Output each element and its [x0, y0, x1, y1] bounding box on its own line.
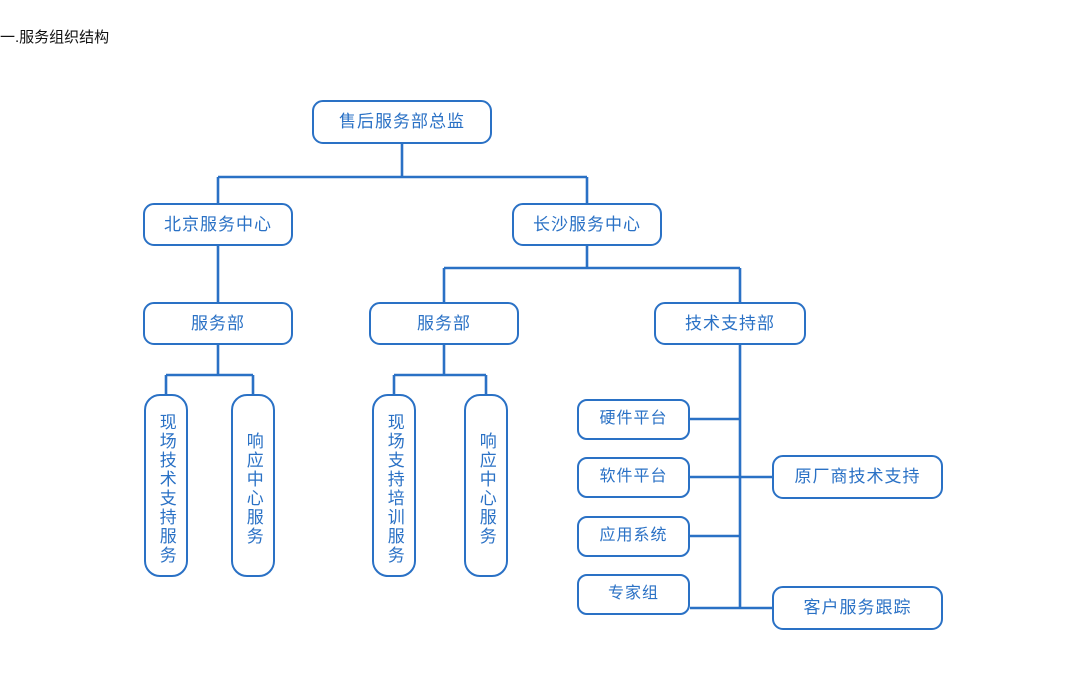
node-root[interactable]: 售后服务部总监	[312, 100, 492, 144]
node-beijing-service-dept-label: 服务部	[191, 313, 245, 333]
node-beijing-service-center-label: 北京服务中心	[164, 214, 272, 234]
node-hardware-platform-label: 硬件平台	[599, 410, 668, 428]
node-changsha-service-dept[interactable]: 服务部	[369, 302, 519, 345]
node-hardware-platform[interactable]: 硬件平台	[577, 399, 690, 440]
node-expert-group[interactable]: 专家组	[577, 574, 690, 615]
node-changsha-response-center-service-label: 响应中心服务	[476, 431, 496, 546]
node-beijing-field-tech-service-label: 现场技术支持服务	[156, 412, 176, 565]
node-tech-support-dept-label: 技术支持部	[685, 313, 775, 333]
node-root-label: 售后服务部总监	[339, 112, 465, 132]
node-application-system[interactable]: 应用系统	[577, 516, 690, 557]
node-beijing-service-dept[interactable]: 服务部	[143, 302, 293, 345]
node-beijing-field-tech-service[interactable]: 现场技术支持服务	[144, 394, 188, 577]
node-customer-service-tracking[interactable]: 客户服务跟踪	[772, 586, 943, 630]
node-application-system-label: 应用系统	[599, 527, 668, 545]
node-customer-service-tracking-label: 客户服务跟踪	[803, 598, 912, 618]
node-beijing-response-center-service[interactable]: 响应中心服务	[231, 394, 275, 577]
node-changsha-service-dept-label: 服务部	[417, 313, 471, 333]
node-oem-tech-support[interactable]: 原厂商技术支持	[772, 455, 943, 499]
node-changsha-field-training-service[interactable]: 现场支持培训服务	[372, 394, 416, 577]
node-software-platform-label: 软件平台	[599, 468, 668, 486]
node-oem-tech-support-label: 原厂商技术支持	[794, 467, 921, 487]
node-beijing-service-center[interactable]: 北京服务中心	[143, 203, 293, 246]
node-changsha-field-training-service-label: 现场支持培训服务	[384, 412, 404, 565]
node-changsha-response-center-service[interactable]: 响应中心服务	[464, 394, 508, 577]
node-software-platform[interactable]: 软件平台	[577, 457, 690, 498]
node-changsha-service-center-label: 长沙服务中心	[533, 214, 641, 234]
node-tech-support-dept[interactable]: 技术支持部	[654, 302, 806, 345]
node-expert-group-label: 专家组	[607, 585, 659, 603]
page-title: 一.服务组织结构	[0, 29, 110, 46]
node-changsha-service-center[interactable]: 长沙服务中心	[512, 203, 662, 246]
node-beijing-response-center-service-label: 响应中心服务	[243, 431, 263, 546]
